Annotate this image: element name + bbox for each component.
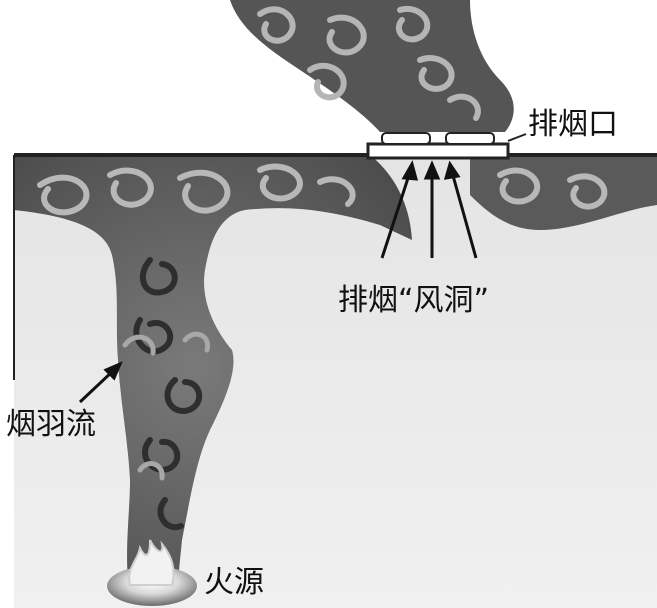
vent-leader-line: [507, 133, 527, 142]
exhaust-smoke-swirls: [257, 5, 481, 121]
smoke-vent: [366, 132, 510, 160]
ceiling-smoke-right: [470, 155, 657, 230]
flame-icon: [107, 539, 197, 606]
arrow-icon: [380, 160, 418, 259]
tunnel-arrows: [380, 160, 478, 259]
arrow-icon: [443, 160, 478, 259]
arrow-icon: [423, 160, 441, 258]
ceiling-smoke-swirls: [37, 163, 608, 216]
exhaust-smoke-column: [230, 0, 514, 132]
arrow-icon: [78, 361, 123, 404]
fire-label: 火源: [204, 565, 264, 600]
tunnel-label: 排烟“风洞”: [338, 283, 490, 318]
plume-label: 烟羽流: [6, 407, 96, 442]
plume-light-swirls: [122, 331, 211, 481]
vent-label: 排烟口: [528, 107, 618, 142]
ceiling-smoke-layer: [14, 155, 412, 580]
